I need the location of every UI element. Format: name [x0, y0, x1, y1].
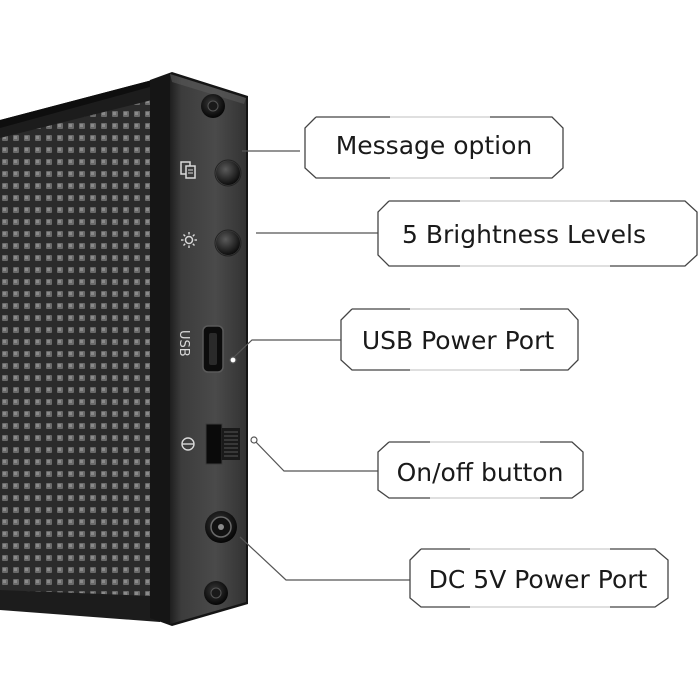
callout-usb-label: USB Power Port — [362, 326, 555, 355]
callout-onoff: On/off button — [377, 441, 584, 499]
callout-brightness-label: 5 Brightness Levels — [402, 220, 646, 249]
brightness-button[interactable] — [214, 229, 242, 257]
usb-port[interactable] — [202, 325, 224, 373]
callout-onoff-label: On/off button — [397, 458, 564, 487]
usb-panel-label: USB — [176, 330, 191, 357]
leader-usb — [232, 339, 341, 359]
callout-usb: USB Power Port — [340, 308, 579, 371]
led-panel — [0, 78, 168, 622]
message-mode-icon — [180, 161, 196, 179]
callout-dots — [229, 356, 258, 444]
callout-dc: DC 5V Power Port — [409, 548, 669, 608]
brightness-sun-icon — [181, 232, 197, 248]
on-off-switch[interactable] — [205, 423, 240, 465]
device-side-panel — [150, 72, 248, 626]
dc-power-port[interactable] — [205, 511, 237, 543]
leader-dc — [239, 536, 410, 581]
screw-bottom — [204, 581, 228, 605]
message-option-button[interactable] — [214, 159, 242, 187]
callout-brightness: 5 Brightness Levels — [377, 200, 698, 267]
callout-leaders — [232, 150, 410, 581]
leader-onoff — [253, 439, 378, 472]
screw-top — [201, 94, 225, 118]
callout-message-label: Message option — [336, 131, 533, 160]
callout-message: Message option — [304, 116, 564, 179]
callout-dc-label: DC 5V Power Port — [429, 565, 648, 594]
power-symbol-icon — [181, 437, 195, 451]
